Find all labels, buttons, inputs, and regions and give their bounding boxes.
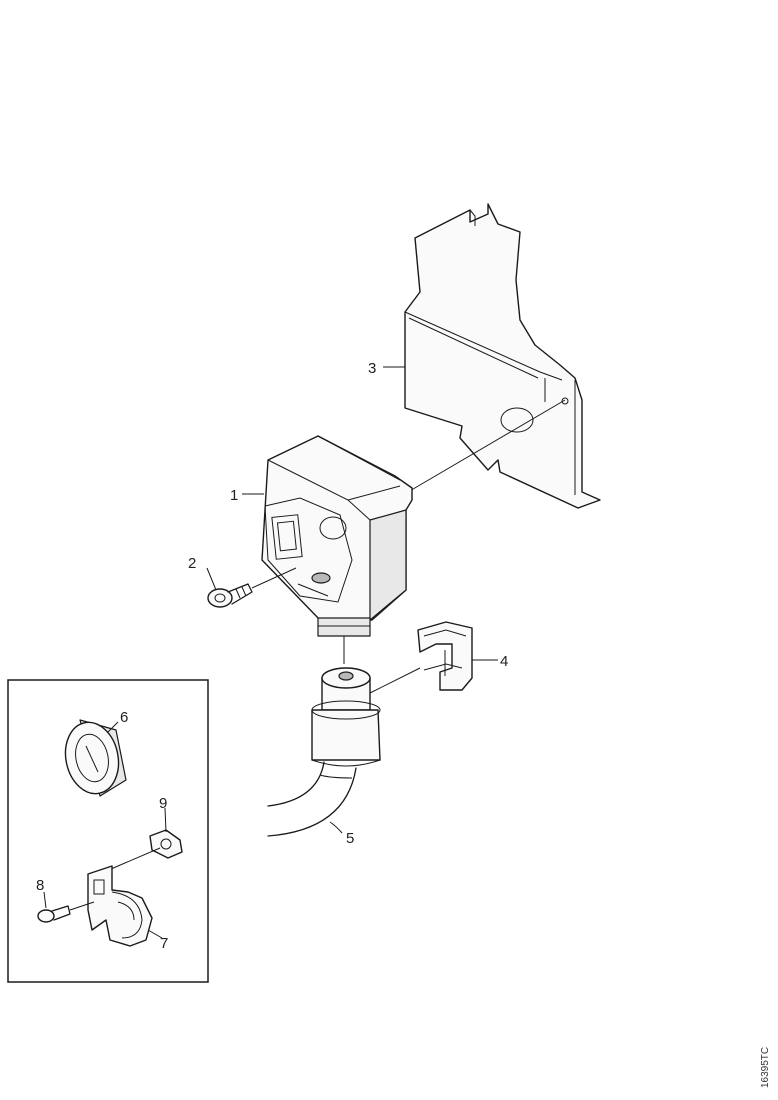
housing <box>261 435 413 637</box>
callout-4: 4 <box>500 653 508 670</box>
clamp-bracket <box>87 865 153 947</box>
callout-5: 5 <box>346 830 354 847</box>
mounting-bracket <box>404 203 601 509</box>
alignment-line-bracket <box>407 399 566 493</box>
reference-code: 16395TC <box>760 1047 771 1088</box>
callout-2: 2 <box>188 555 196 572</box>
nut <box>103 829 183 873</box>
leader-lines <box>43 366 498 939</box>
alignment-line-clip <box>367 667 421 695</box>
callout-8: 8 <box>36 877 44 894</box>
small-screw <box>37 901 95 923</box>
callout-9: 9 <box>159 795 167 812</box>
inset-frame <box>7 679 209 983</box>
callout-7: 7 <box>160 935 168 952</box>
screw <box>207 567 297 608</box>
callout-3: 3 <box>368 360 376 377</box>
callout-1: 1 <box>230 487 238 504</box>
c-clip <box>417 621 473 691</box>
grommet-ring <box>64 719 127 797</box>
cable-connector <box>267 667 381 837</box>
callout-6: 6 <box>120 709 128 726</box>
